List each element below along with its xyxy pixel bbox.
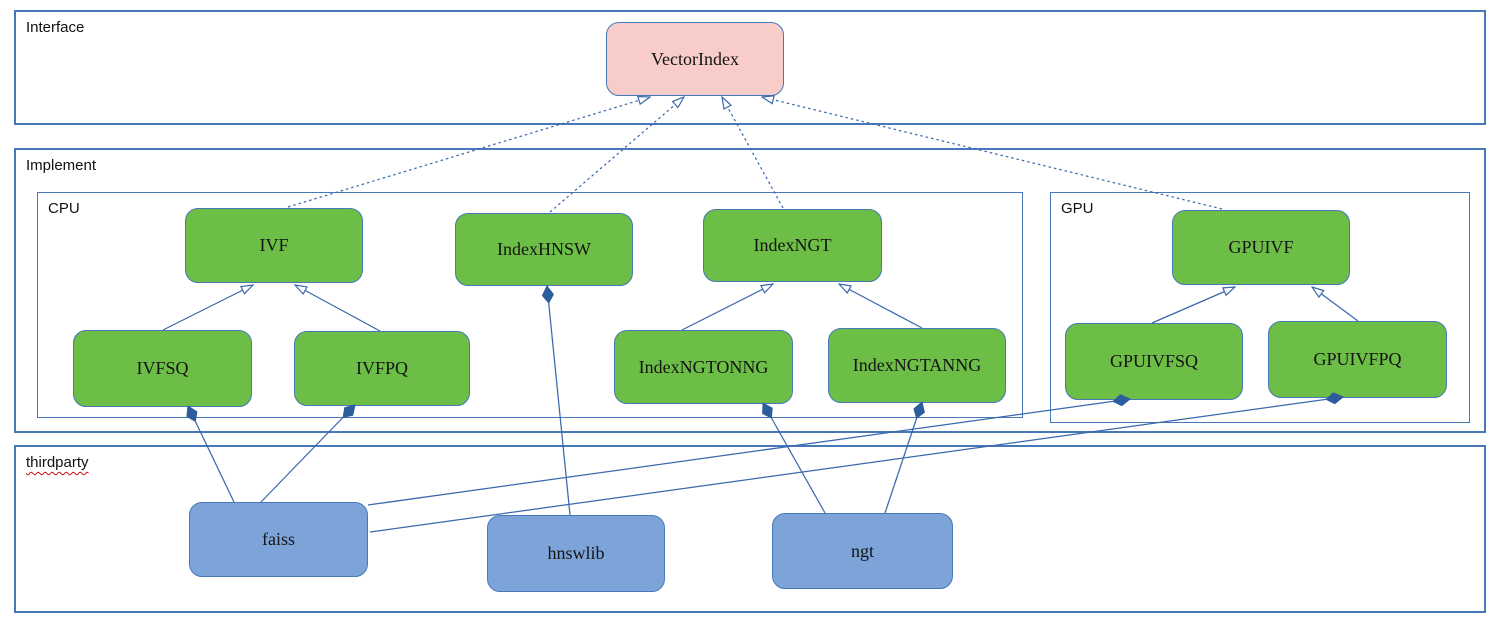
node-ivfpq: IVFPQ [294, 331, 470, 406]
node-gpuivf: GPUIVF [1172, 210, 1350, 285]
node-label-ivfsq: IVFSQ [136, 358, 189, 378]
node-label-indexngtonng: IndexNGTONNG [638, 356, 769, 377]
node-indexngt: IndexNGT [703, 209, 882, 282]
node-label-gpuivfsq: GPUIVFSQ [1109, 351, 1199, 371]
node-label-gpuivfpq: GPUIVFPQ [1313, 349, 1402, 369]
node-vectorindex: VectorIndex [606, 22, 784, 96]
node-label-vectorindex: VectorIndex [651, 48, 739, 69]
node-label-ngt: ngt [850, 540, 874, 561]
node-ivf: IVF [185, 208, 363, 283]
node-label-indexhnsw: IndexHNSW [497, 239, 591, 259]
node-gpuivfsq: GPUIVFSQ [1065, 323, 1243, 400]
container-label-interface: Interface [26, 19, 85, 36]
node-label-ivfpq: IVFPQ [355, 358, 408, 378]
node-indexngtanng: IndexNGTANNG [828, 328, 1006, 403]
node-hnswlib: hnswlib [487, 515, 665, 592]
node-label-gpuivf: GPUIVF [1228, 237, 1294, 257]
container-label-cpu: CPU [48, 200, 80, 217]
node-faiss: faiss [189, 502, 368, 577]
container-label-implement: Implement [26, 157, 97, 174]
container-label-thirdparty: thirdparty [26, 454, 89, 471]
node-ngt: ngt [772, 513, 953, 589]
node-gpuivfpq: GPUIVFPQ [1268, 321, 1447, 398]
node-label-ivf: IVF [259, 235, 289, 255]
node-indexngtonng: IndexNGTONNG [614, 330, 793, 404]
node-ivfsq: IVFSQ [73, 330, 252, 407]
node-label-indexngt: IndexNGT [753, 235, 832, 255]
node-label-hnswlib: hnswlib [547, 543, 605, 563]
node-label-faiss: faiss [262, 529, 295, 549]
node-indexhnsw: IndexHNSW [455, 213, 633, 286]
node-label-indexngtanng: IndexNGTANNG [852, 355, 982, 375]
